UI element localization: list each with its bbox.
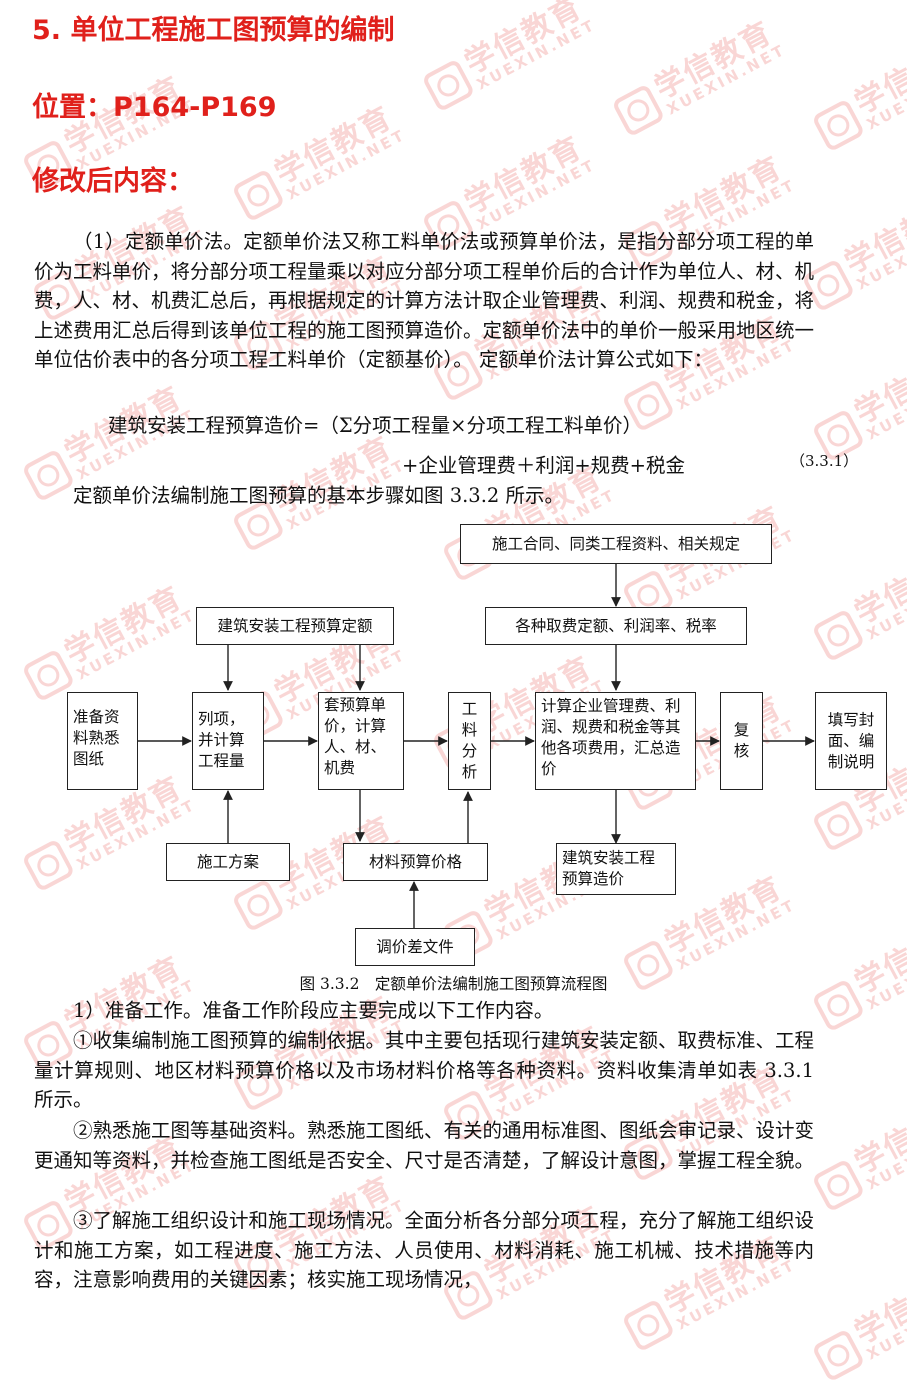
node-review: 复核	[720, 692, 763, 790]
node-apply-unit-price: 套预算单价，计算人、材、机费	[318, 692, 404, 790]
paragraph-step1c: ③了解施工组织设计和施工现场情况。全面分析各分部分项工程，充分了解施工组织设计和…	[34, 1209, 815, 1291]
node-material-analysis: 工料分析	[448, 692, 491, 790]
node-contract-data: 施工合同、同类工程资料、相关规定	[460, 524, 772, 564]
node-prepare-drawings: 准备资料熟悉图纸	[67, 692, 138, 790]
node-budget-quota: 建筑安装工程预算定额	[196, 607, 394, 645]
paragraph-flow-intro: 定额单价法编制施工图预算的基本步骤如图 3.3.2 所示。	[73, 484, 565, 507]
paragraph-step1b: ②熟悉施工图等基础资料。熟悉施工图纸、有关的通用标准图、图纸会审记录、设计变更通…	[34, 1119, 815, 1172]
node-material-price: 材料预算价格	[343, 843, 488, 881]
formula-number: （3.3.1）	[790, 452, 859, 470]
figure-caption: 图 3.3.2 定额单价法编制施工图预算流程图	[299, 975, 608, 993]
node-budget-result: 建筑安装工程预算造价	[556, 843, 676, 895]
node-price-adjust: 调价差文件	[355, 928, 475, 966]
section-heading: 5. 单位工程施工图预算的编制	[32, 15, 395, 46]
seal-logo-icon	[811, 1327, 866, 1383]
formula-line-1: 建筑安装工程预算造价=（Σ分项工程量×分项工程工料单价）	[108, 414, 642, 437]
node-calc-fees: 计算企业管理费、利润、规费和税金等其他各项费用，汇总造价	[535, 692, 696, 790]
node-fill-cover: 填写封面、编制说明	[815, 692, 887, 790]
paragraph-step1a: ①收集编制施工图预算的编制依据。其中主要包括现行建筑安装定额、取费标准、工程量计…	[34, 1029, 815, 1111]
location-heading: 位置：P164-P169	[32, 92, 277, 123]
formula-line-2: +企业管理费＋利润+规费+税金	[402, 454, 686, 477]
paragraph-unit-price-method: （1）定额单价法。定额单价法又称工料单价法或预算单价法，是指分部分项工程的单价为…	[34, 230, 815, 371]
flowchart-arrows	[138, 564, 815, 928]
node-list-quantities: 列项，并计算工程量	[192, 692, 264, 790]
modified-heading: 修改后内容：	[32, 166, 194, 197]
node-fee-rates: 各种取费定额、利润率、税率	[485, 607, 747, 645]
node-construction-plan: 施工方案	[166, 843, 290, 881]
paragraph-step1: 1）准备工作。准备工作阶段应主要完成以下工作内容。	[73, 999, 554, 1022]
